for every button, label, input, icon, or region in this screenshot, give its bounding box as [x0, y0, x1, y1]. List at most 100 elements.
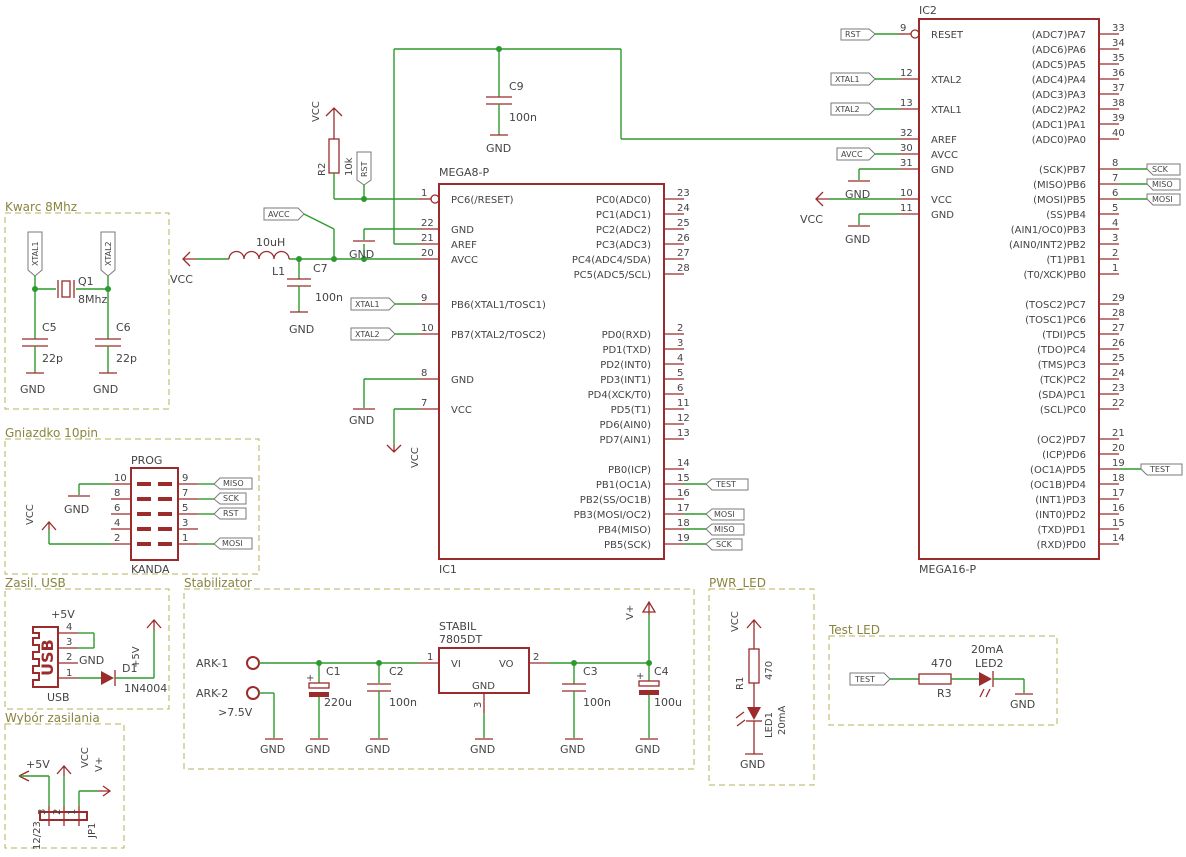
ic2-pin-num-31: 31: [900, 158, 913, 169]
c5-gnd: GND: [20, 383, 45, 396]
net-label-miso-ic1: [705, 523, 745, 536]
stabil-pin1: 1: [427, 652, 433, 663]
prog-vcc-arrow: [41, 521, 57, 531]
ic1-pin-num-26: 26: [677, 233, 690, 244]
net-label-miso-prog-text: MISO: [223, 479, 244, 488]
c6-gnd: GND: [93, 383, 118, 396]
ic2-name: IC2: [919, 4, 937, 17]
ic2-pin-num-32: 32: [900, 128, 913, 139]
ic1-pin-num-25: 25: [677, 218, 690, 229]
pwr-vcc-arrow: [746, 619, 762, 633]
ic1-vcc-arrow: [386, 444, 402, 453]
ic2-right-pins: 33(ADC7)PA734(ADC6)PA635(ADC5)PA536(ADC4…: [1009, 23, 1125, 551]
ic2-pin-name-vcc: VCC: [931, 195, 952, 206]
ic1-value: MEGA8-P: [439, 166, 489, 179]
usb-name: USB: [38, 639, 57, 676]
c7-gnd: GND: [289, 323, 314, 336]
ic2-pin-num-22: 22: [1112, 398, 1125, 409]
prog-pin-num-10: 10: [114, 473, 127, 484]
ic2-pin-num-10: 10: [900, 188, 913, 199]
ic1-pin-name-pd5-t1: PD5(T1): [611, 405, 651, 416]
net-label-xtal1-ic2: [830, 72, 876, 86]
ic2-pin-num-39: 39: [1112, 113, 1125, 124]
ic2-pin-num-15: 15: [1112, 518, 1125, 529]
ic2-pin-num-16: 16: [1112, 503, 1125, 514]
jp1-value: 12/23: [32, 821, 43, 850]
ic2-value: MEGA16-P: [919, 563, 976, 576]
q1-value: 8Mhz: [78, 293, 107, 306]
ic1-pin-num-15: 15: [677, 473, 690, 484]
jp1-pin-3: 3: [37, 809, 48, 815]
usb-plus5v-side: +5V: [131, 646, 142, 668]
c9-value: 100n: [509, 111, 537, 124]
ic1-pin-name-gnd: GND: [451, 375, 474, 386]
c6-value: 22p: [116, 352, 137, 365]
stabil-pin2: 2: [533, 652, 539, 663]
ic2-pin-num-9: 9: [900, 23, 906, 34]
net-label-xtal1-q1-text: XTAL1: [31, 241, 40, 266]
ic1-pin-num-10: 10: [421, 323, 434, 334]
prog-pin-pad-1: [158, 542, 172, 546]
test-led-gnd: GND: [1010, 698, 1035, 711]
prog-gnd-text: GND: [64, 503, 89, 516]
ic2-pin-name-tosc2-pc7: (TOSC2)PC7: [1025, 300, 1086, 311]
net-label-sck-ic2-text: SCK: [1152, 165, 1169, 174]
usb-plus5v-text: +5V: [51, 608, 75, 621]
prog-pin-pad-7: [158, 497, 172, 501]
net-label-rst-ic2-text: RST: [845, 30, 861, 39]
net-label-sck-ic1-text: SCK: [716, 540, 733, 549]
c1-value: 220u: [324, 696, 352, 709]
ic2-vcc-text: VCC: [800, 213, 823, 226]
ic2-pin-name-oc1b-pd4: (OC1B)PD4: [1030, 480, 1086, 491]
ic2-pin-name-icp-pd6: (ICP)PD6: [1042, 450, 1086, 461]
net-label-avcc-ic2-text: AVCC: [841, 150, 863, 159]
ic2-pin-name-avcc: AVCC: [931, 150, 958, 161]
net-labels: RST XTAL1 XTAL2 AVCC SCK MISO MOSI TEST …: [27, 28, 1183, 686]
ic2-pin-name-sck-pb7: (SCK)PB7: [1039, 165, 1086, 176]
net-label-avcc-l1-text: AVCC: [268, 210, 290, 219]
ic1-pin-name-pc0-adc0: PC0(ADC0): [596, 195, 651, 206]
jp1-pin-1: 1: [67, 809, 78, 815]
ic2-pin-name-reset: RESET: [931, 30, 964, 41]
ic1-pin-name-gnd: GND: [451, 225, 474, 236]
led1-arrow: [747, 707, 761, 720]
ic1-pin-name-pd4-xck-t0: PD4(XCK/T0): [588, 390, 651, 401]
c3-value: 100n: [583, 696, 611, 709]
c2-value: 100n: [389, 696, 417, 709]
ic1-pin-name-aref: AREF: [451, 240, 477, 251]
c4-gnd: GND: [635, 743, 660, 756]
frame-zasil-title: Zasil. USB: [5, 576, 66, 590]
ic2-power-wires: GND VCC GND: [800, 168, 899, 246]
ic1-pin-name-pd0-rxd: PD0(RXD): [602, 330, 651, 341]
jp1-vcc-text: VCC: [80, 747, 91, 768]
ic1-pin-num-6: 6: [677, 383, 683, 394]
ic2-pin-name-gnd: GND: [931, 210, 954, 221]
ic2-pin-name-xtal1: XTAL1: [931, 105, 962, 116]
ic1-pin-num-9: 9: [421, 293, 427, 304]
ic2-pin-num-34: 34: [1112, 38, 1125, 49]
ic2-pin-name-miso-pb6: (MISO)PB6: [1033, 180, 1086, 191]
ic1-pin-num-16: 16: [677, 488, 690, 499]
ic2-vcc-arrow: [815, 191, 829, 207]
ic2-pin-name-tck-pc2: (TCK)PC2: [1040, 375, 1086, 386]
net-label-miso-ic1-text: MISO: [714, 525, 735, 534]
d1-name: D1: [122, 662, 137, 675]
ic1-pin-num-12: 12: [677, 413, 690, 424]
frame-gniazdko-title: Gniazdko 10pin: [5, 426, 98, 440]
frame-zasil: [4, 588, 170, 710]
net-label-xtal1-q1: [27, 231, 43, 277]
ic1-pin-name-pb0-icp: PB0(ICP): [608, 465, 651, 476]
ic1-pin-name-pb2-ss-oc1b: PB2(SS/OC1B): [580, 495, 651, 506]
ic1-pin-name-pd6-ain0: PD6(AIN0): [599, 420, 651, 431]
c4-name: C4: [654, 665, 669, 678]
ic1-pin-name-pb7-xtal2-tosc2: PB7(XTAL2/TOSC2): [451, 330, 546, 341]
ic2-pin-num-35: 35: [1112, 53, 1125, 64]
net-label-xtal1-ic1: [350, 297, 396, 311]
ark1-label: ARK-1: [196, 657, 228, 670]
l1-name: L1: [272, 265, 285, 278]
net-label-mosi-ic1-text: MOSI: [714, 510, 735, 519]
usb-body: [32, 626, 59, 688]
ic1-pin-name-pd1-txd: PD1(TXD): [602, 345, 651, 356]
ic1-pin-num-4: 4: [677, 353, 683, 364]
ic1-pin-num-17: 17: [677, 503, 690, 514]
